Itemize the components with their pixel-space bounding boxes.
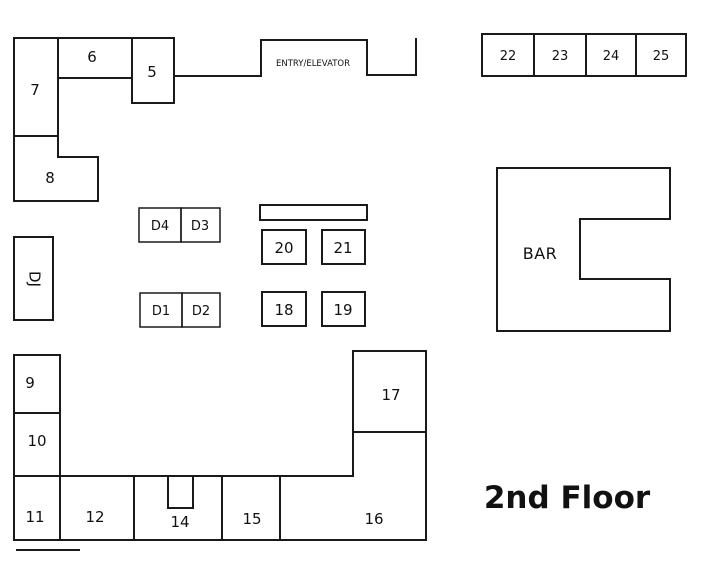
entry-elevator-label: ENTRY/ELEVATOR (276, 59, 350, 69)
booth-22: 22 (481, 33, 535, 77)
booth-8-label: 8 (45, 169, 55, 187)
bottom-row-outline (13, 350, 427, 541)
booth-10-label: 10 (27, 432, 46, 450)
table-21-label: 21 (333, 239, 352, 257)
top-wall (174, 38, 417, 77)
booth-25: 25 (635, 33, 687, 77)
booth-8: 8 (13, 135, 99, 202)
dj-label: DJ (26, 271, 44, 287)
bar: BAR (496, 167, 671, 332)
table-d1-label: D1 (152, 304, 170, 319)
dj-booth: DJ (13, 236, 54, 321)
booth-5: 5 (131, 37, 175, 104)
booth-10: 10 (13, 412, 61, 477)
booth-11-label: 11 (25, 508, 44, 526)
table-d3-label: D3 (191, 219, 209, 234)
booth-5-label: 5 (147, 63, 157, 81)
booth-6: 6 (57, 37, 133, 79)
booth-24-label: 24 (603, 49, 620, 64)
floor-title: 2nd Floor (484, 480, 651, 516)
booth-7: 7 (13, 37, 59, 137)
booth-22-label: 22 (500, 49, 517, 64)
booth-7-label: 7 (30, 81, 40, 99)
booth-14-label: 14 (170, 513, 189, 531)
table-d4-label: D4 (151, 219, 169, 234)
table-20: 20 (261, 229, 307, 265)
table-d4: D4 (138, 207, 182, 243)
booth-24: 24 (585, 33, 637, 77)
table-d2: D2 (181, 292, 221, 328)
booth-14-notch (167, 476, 194, 509)
center-bench (259, 204, 368, 221)
booth-9: 9 (13, 354, 61, 414)
booth-17-label: 17 (381, 386, 400, 404)
table-19-label: 19 (333, 301, 352, 319)
table-18-label: 18 (274, 301, 293, 319)
booth-15-label: 15 (242, 510, 261, 528)
booth-9-label: 9 (25, 374, 35, 392)
table-20-label: 20 (274, 239, 293, 257)
booth-12-label: 12 (85, 508, 104, 526)
table-d3: D3 (180, 207, 221, 243)
booth-16-label: 16 (364, 510, 383, 528)
table-21: 21 (321, 229, 366, 265)
booth-23-label: 23 (552, 49, 569, 64)
booth-25-label: 25 (653, 49, 670, 64)
bar-label: BAR (523, 244, 558, 263)
table-d1: D1 (139, 292, 183, 328)
booth-23: 23 (533, 33, 587, 77)
table-d2-label: D2 (192, 304, 210, 319)
table-19: 19 (321, 291, 366, 327)
booth-6-label: 6 (87, 48, 97, 66)
table-18: 18 (261, 291, 307, 327)
